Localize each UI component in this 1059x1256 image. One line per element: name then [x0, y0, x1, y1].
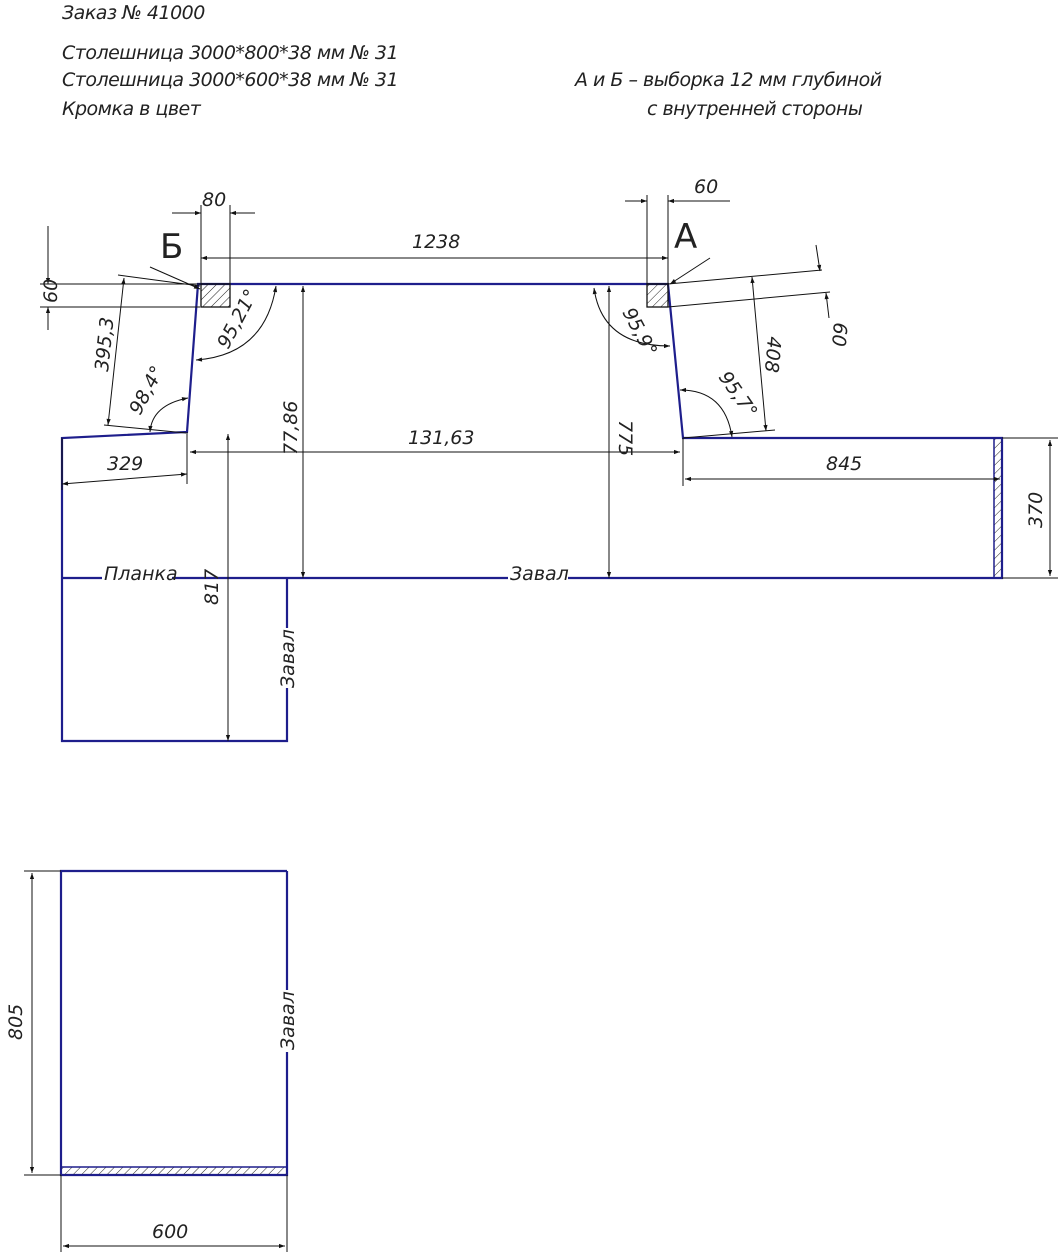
dim-329: 329	[61, 432, 188, 490]
note-line-2: с внутренней стороны	[647, 98, 863, 120]
second-panel	[59, 869, 289, 1177]
dim-7786: 77,86	[280, 286, 306, 578]
marker-b: Б	[160, 227, 183, 267]
marker-a-leader	[669, 257, 711, 285]
dim-408-label: 408	[760, 336, 785, 374]
label-planka: Планка	[104, 563, 178, 585]
dim-60-right-label: 60	[827, 322, 851, 348]
dim-60-right: 60	[667, 244, 851, 348]
dim-60-top: 60	[625, 176, 730, 284]
dim-845: 845	[682, 438, 1000, 486]
second-panel-edge-strip	[60, 1166, 288, 1176]
angle-984: 98,4°	[125, 362, 189, 433]
dim-817-label: 817	[201, 569, 223, 605]
edge-strip-right	[993, 437, 1003, 579]
dim-845-label: 845	[826, 453, 862, 475]
dim-60-top-label: 60	[694, 176, 718, 198]
dim-775-label: 775	[614, 420, 636, 456]
spec-line-1: Столешница 3000*800*38 мм № 31	[62, 42, 399, 64]
dim-7786-label: 77,86	[280, 401, 302, 455]
notch-a	[646, 283, 669, 308]
countertop-outline	[60, 282, 1004, 743]
dim-805-label: 805	[5, 1004, 27, 1040]
dim-13163: 131,63	[190, 427, 680, 455]
dim-408: 408	[667, 269, 823, 439]
dim-600-label: 600	[152, 1221, 188, 1243]
dim-817: 817	[201, 434, 231, 741]
label-zaval-main: Завал	[510, 563, 569, 585]
dim-370-label: 370	[1025, 492, 1047, 528]
dim-805: 805	[5, 870, 61, 1176]
angle-957: 95,7°	[679, 367, 762, 438]
dim-13163-label: 131,63	[408, 427, 474, 449]
dim-80-label: 80	[202, 189, 226, 211]
spec-line-3: Кромка в цвет	[62, 98, 201, 120]
dim-329-label: 329	[107, 453, 143, 475]
order-number: Заказ № 41000	[62, 2, 205, 24]
dim-80: 80	[172, 189, 255, 284]
dim-600: 600	[60, 1175, 288, 1252]
dim-60-left-label: 60	[40, 279, 62, 303]
note-line-1: А и Б – выборка 12 мм глубиной	[575, 69, 882, 91]
angle-957-label: 95,7°	[714, 367, 762, 422]
label-zaval-bottom: Завал	[277, 991, 299, 1050]
dim-1238-label: 1238	[412, 231, 460, 253]
dim-370: 370	[1002, 437, 1058, 579]
marker-a: А	[674, 217, 697, 257]
label-zaval-vertical: Завал	[277, 629, 299, 688]
spec-line-2: Столешница 3000*600*38 мм № 31	[62, 69, 399, 91]
dim-1238: 1238	[201, 231, 668, 261]
angle-959-label: 95,9°	[618, 304, 662, 360]
notch-b	[200, 283, 231, 308]
marker-b-leader	[149, 266, 201, 290]
angle-984-label: 98,4°	[125, 362, 169, 418]
